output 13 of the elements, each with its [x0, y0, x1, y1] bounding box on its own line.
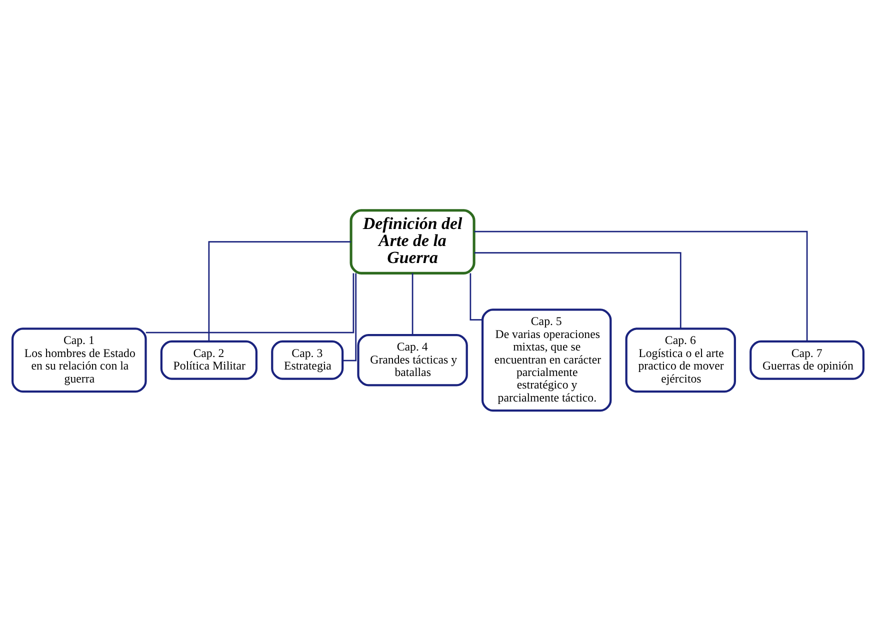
node-box: Cap. 3 Estrategia: [271, 340, 344, 380]
connector: [146, 272, 354, 333]
connector: [412, 272, 414, 334]
connector: [474, 252, 682, 328]
connector: [208, 240, 351, 341]
node-box: Definición del Arte de la Guerra: [350, 208, 476, 274]
node-box: Cap. 2 Política Militar: [160, 340, 258, 380]
node-box: Cap. 6 Logística o el arte practico de mover ejércitos: [625, 327, 736, 392]
node-box: Cap. 1 Los hombres de Estado en su relación con la guerra: [11, 327, 147, 392]
connector: [474, 230, 808, 341]
node-box: Cap. 5 De varias operaciones mixtas, que se encuentran en carácter parcialmente estratégico y parcialmente táctico.: [481, 308, 612, 412]
node-box: Cap. 4 Grandes tácticas y batallas: [357, 334, 468, 386]
node-box: Cap. 7 Guerras de opinión: [750, 340, 865, 380]
